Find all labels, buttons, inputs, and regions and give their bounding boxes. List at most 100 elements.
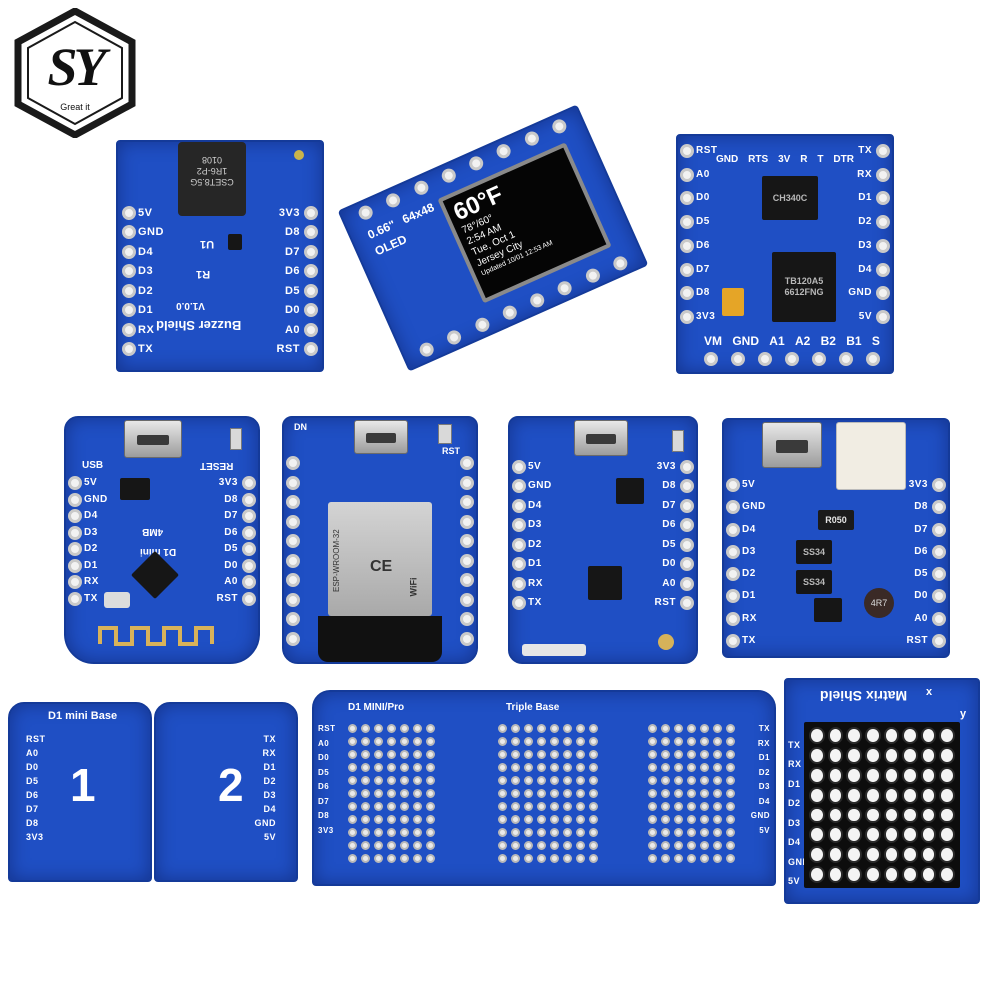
buzzer-left-labels: 5V GND D4 D3 D2 D1 RX TX	[138, 206, 164, 356]
esp32-pad-top-label: DN	[294, 422, 307, 432]
proto-hole	[648, 841, 657, 850]
pin-label: D3	[858, 239, 872, 251]
matrix-led	[920, 766, 937, 784]
proto-hole	[361, 815, 370, 824]
reset-button[interactable]	[672, 430, 684, 452]
base2-right-labels: TX RX D1 D2 D3 D4 GND 5V	[254, 732, 277, 842]
proto-hole	[387, 828, 396, 837]
esp32-left-pads	[286, 456, 300, 646]
matrix-led	[846, 786, 862, 804]
buzzer-right-labels: 3V3 D8 D7 D6 D5 D0 A0 RST	[277, 206, 301, 356]
pin-label: D7	[26, 804, 39, 814]
pin-label: D5	[696, 216, 710, 228]
proto-hole	[648, 854, 657, 863]
proto-hole	[361, 789, 370, 798]
buzzer-shield-board: CSET8.5G 1R6-P2 0108 5V GND D4 D3 D2 D1 …	[116, 140, 324, 372]
proto-hole	[700, 750, 709, 759]
triple-base-proto-grid-2	[498, 724, 598, 863]
pin-label: D1	[138, 304, 154, 317]
pin-label: D1	[858, 192, 872, 204]
d1-mini-right-labels: 3V3 D8 D7 D6 D5 D0 A0 RST	[217, 476, 239, 606]
proto-hole	[348, 789, 357, 798]
pin-label: 3V3	[26, 832, 44, 842]
matrix-led	[939, 766, 955, 784]
proto-hole	[348, 776, 357, 785]
pad	[876, 286, 890, 301]
pin-label: TX	[742, 634, 756, 646]
pad	[68, 558, 82, 573]
pin-label: D0	[662, 558, 676, 570]
proto-hole	[537, 763, 546, 772]
pad	[680, 286, 694, 301]
pad	[242, 558, 256, 573]
pin-label: D2	[84, 543, 98, 555]
usb-port-icon	[124, 420, 182, 458]
pin-label: RST	[216, 592, 238, 604]
pad	[932, 567, 946, 582]
pin-label: D7	[318, 796, 330, 806]
motor-bottom-pads	[704, 352, 880, 366]
pin-label: GND	[254, 818, 276, 828]
top-label: T	[817, 154, 824, 165]
reset-button[interactable]	[230, 428, 242, 450]
matrix-led	[809, 766, 825, 784]
pad	[68, 476, 82, 490]
proto-hole	[524, 789, 533, 798]
proto-hole	[498, 815, 507, 824]
proto-hole	[726, 763, 735, 772]
d1-pro-left-pads	[512, 460, 526, 610]
proto-hole	[400, 724, 409, 733]
proto-hole	[589, 750, 598, 759]
pin-label: 5V	[759, 825, 770, 835]
pad	[304, 244, 318, 259]
pad	[680, 595, 694, 610]
proto-hole	[348, 854, 357, 863]
proto-hole	[413, 763, 422, 772]
motor-chip-top: CH340C	[762, 176, 818, 220]
matrix-led	[920, 746, 937, 764]
proto-hole	[563, 841, 572, 850]
matrix-led	[883, 766, 900, 784]
proto-hole	[511, 828, 520, 837]
proto-hole	[589, 815, 598, 824]
proto-hole	[687, 776, 696, 785]
buzzer-title: Buzzer Shield	[156, 318, 242, 333]
pad	[286, 553, 300, 568]
proto-hole	[426, 802, 435, 811]
triple-base-title-left: D1 MINI/Pro	[348, 702, 405, 713]
matrix-led	[864, 786, 881, 804]
triple-base-pcb	[312, 690, 776, 886]
proto-hole	[674, 776, 683, 785]
pad	[680, 576, 694, 591]
pad	[866, 352, 880, 366]
reset-button[interactable]	[438, 424, 452, 444]
reset-label: RESET	[200, 460, 234, 471]
pin-label: D6	[696, 239, 710, 251]
proto-hole	[511, 789, 520, 798]
pad	[932, 478, 946, 492]
proto-hole	[550, 724, 559, 733]
oled-shield-board: 0.66" 64x48 OLED 60°F 78°/60° 2:54 AM Tu…	[337, 104, 649, 372]
matrix-led	[809, 806, 825, 824]
proto-hole	[374, 737, 383, 746]
buzzer-u1-chip	[228, 234, 242, 250]
buzzer-inductor	[178, 142, 246, 216]
pin-label: TX	[138, 342, 154, 355]
antenna-icon	[98, 626, 214, 646]
motor-right-labels: TX RX D1 D2 D3 D4 GND 5V	[848, 144, 872, 324]
pad	[460, 534, 474, 549]
pad	[122, 303, 136, 318]
proto-hole	[576, 802, 585, 811]
proto-hole	[374, 815, 383, 824]
pad	[512, 479, 526, 494]
led-matrix	[804, 722, 960, 888]
pin-label: D0	[914, 590, 928, 602]
proto-hole	[413, 854, 422, 863]
pin-label: D4	[742, 523, 756, 535]
pin-label: D8	[696, 287, 710, 299]
matrix-led	[827, 727, 844, 744]
pin-label: D2	[138, 284, 154, 297]
proto-hole	[524, 737, 533, 746]
battery-ic1: SS34	[796, 540, 832, 564]
proto-hole	[661, 789, 670, 798]
